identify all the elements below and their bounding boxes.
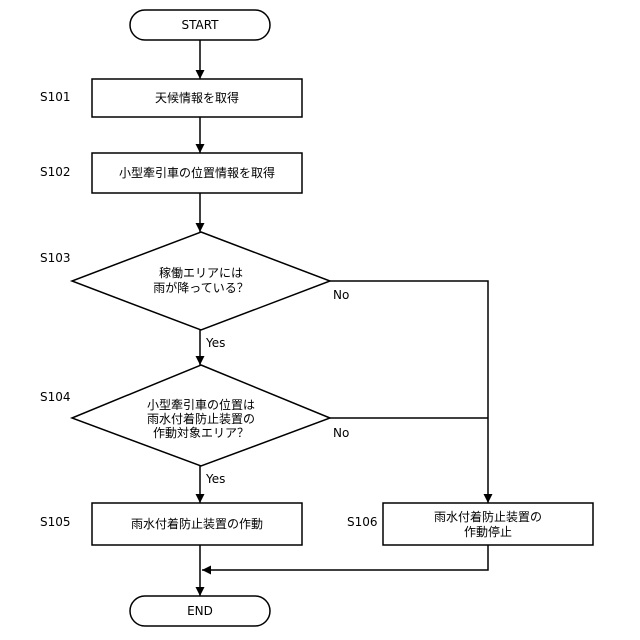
step-id-s106: S106 xyxy=(347,515,378,529)
process-text-s105: 雨水付着防止装置の作動 xyxy=(131,516,263,531)
step-id-s105: S105 xyxy=(40,515,71,529)
process-text-s101: 天候情報を取得 xyxy=(155,90,239,105)
decision-text-s103-line2: 雨が降っている？ xyxy=(153,280,248,295)
start-label: START xyxy=(181,18,219,32)
decision-text-s104-line3: 作動対象エリア？ xyxy=(153,426,249,440)
process-text-s102: 小型牽引車の位置情報を取得 xyxy=(119,165,275,180)
branch-label-s103-no: No xyxy=(333,288,349,302)
end-label: END xyxy=(187,604,213,618)
decision-text-s104-line1: 小型牽引車の位置は xyxy=(147,397,255,412)
branch-label-s103-yes: Yes xyxy=(205,336,225,350)
step-id-s102: S102 xyxy=(40,165,71,179)
branch-label-s104-no: No xyxy=(333,426,349,440)
connector-s106-to-merge xyxy=(202,545,488,570)
step-id-s103: S103 xyxy=(40,251,71,265)
step-id-s104: S104 xyxy=(40,390,71,404)
decision-text-s104-line2: 雨水付着防止装置の xyxy=(147,411,255,426)
branch-label-s104-yes: Yes xyxy=(205,472,225,486)
step-id-s101: S101 xyxy=(40,90,71,104)
connector-s103-no-to-s106 xyxy=(330,281,488,503)
decision-text-s103-line1: 稼働エリアには xyxy=(159,265,243,280)
process-text-s106-line1: 雨水付着防止装置の xyxy=(434,509,542,524)
process-text-s106-line2: 作動停止 xyxy=(464,524,512,539)
